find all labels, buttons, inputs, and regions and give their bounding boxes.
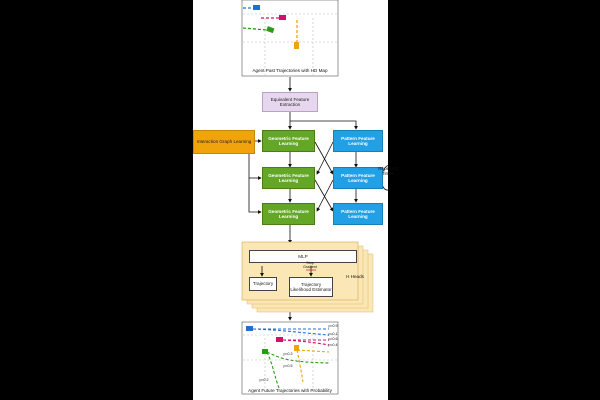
connector-layer <box>241 0 388 395</box>
bottom-map-panel <box>241 321 339 395</box>
mlp-box: MLP <box>249 250 357 263</box>
pattern-box-1: Pattern Feature Learning <box>333 130 383 152</box>
prob-orange: p=0.3 <box>283 352 293 356</box>
feature-extraction-box: Equivalent Feature Extraction <box>262 92 318 112</box>
stop-gradient-label: Stop Gradient <box>303 261 317 269</box>
likelihood-estimator-box: Trajectory Likelihood Estimator <box>289 277 333 297</box>
top-map-panel <box>241 0 339 77</box>
future-car-pink <box>276 337 283 342</box>
prob-green-1: p=0.5 <box>283 364 293 368</box>
future-car-orange <box>294 345 299 351</box>
prob-blue-2: p=0.1 <box>328 332 338 336</box>
pattern-box-3: Pattern Feature Learning <box>333 203 383 225</box>
interaction-graph-box: Interaction Graph Learning <box>193 130 255 154</box>
car-orange <box>294 42 299 49</box>
bottom-map-caption: Agent Future Trajectories with Probabili… <box>248 388 332 393</box>
prob-blue-1: p=0.9 <box>328 324 338 328</box>
car-green <box>266 26 275 34</box>
prob-pink-1: p=0.6 <box>328 337 338 341</box>
diagram-canvas: Agent Past Trajectories with HD Map Equi… <box>193 0 398 400</box>
trajectory-box: Trajectory <box>249 277 277 291</box>
geometric-box-2: Geometric Feature Learning <box>262 167 315 189</box>
car-blue <box>253 5 260 10</box>
top-map-caption: Agent Past Trajectories with HD Map <box>252 68 328 73</box>
geometric-box-3: Geometric Feature Learning <box>262 203 315 225</box>
pattern-box-2: Pattern Feature Learning <box>333 167 383 189</box>
prob-pink-2: p=0.4 <box>328 343 338 347</box>
future-car-blue <box>246 326 253 331</box>
repeat-label: Repeat Ω Times <box>378 166 398 177</box>
future-car-green <box>262 349 268 354</box>
prob-green-2: p=0.2 <box>259 378 269 382</box>
h-heads-label: H Heads <box>346 274 364 279</box>
car-pink <box>279 15 286 20</box>
geometric-box-1: Geometric Feature Learning <box>262 130 315 152</box>
